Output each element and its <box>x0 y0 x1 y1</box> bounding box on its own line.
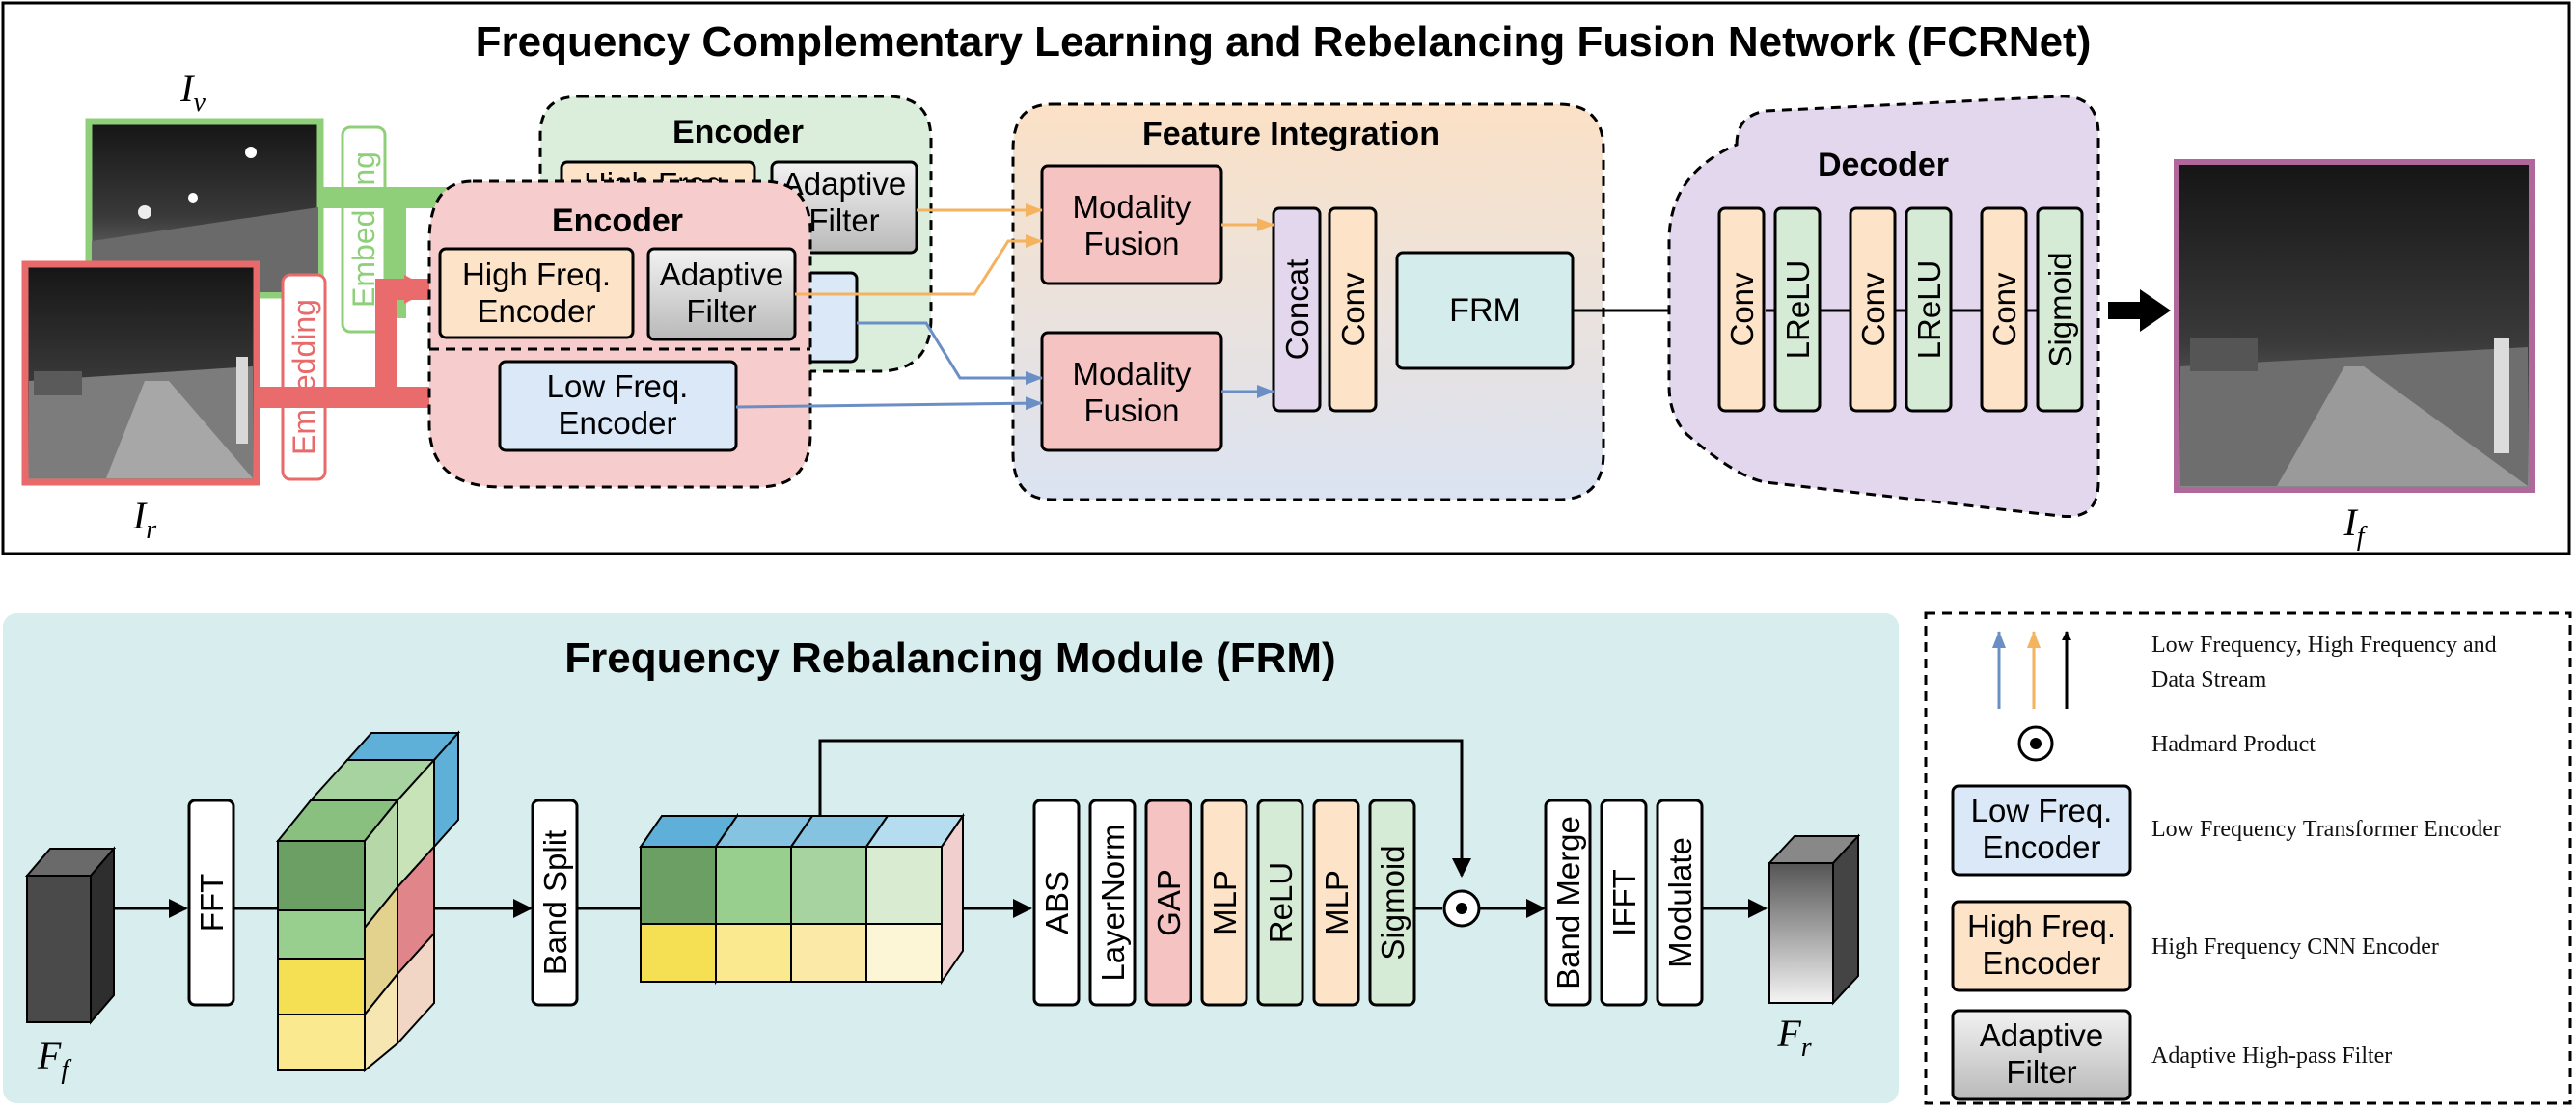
frm-title: Frequency Rebalancing Module (FRM) <box>564 635 1335 682</box>
legend-high-box <box>1951 900 2132 992</box>
decoder-conv-2 <box>1849 206 1897 413</box>
infrared-image <box>21 260 260 486</box>
svg-text:Conv: Conv <box>1855 272 1891 347</box>
svg-text:Feature Integration: Feature Integration <box>1142 116 1439 152</box>
svg-text:Conv: Conv <box>1987 272 2022 347</box>
decoder-conv-1 <box>1717 206 1766 413</box>
svg-text:High Freq.Encoder: High Freq.Encoder <box>1967 908 2116 981</box>
svg-text:FRM: FRM <box>1449 292 1521 329</box>
fcrnet-title: Frequency Complementary Learning and Reb… <box>476 18 2092 66</box>
legend-hadamard-text: Hadmard Product <box>2151 732 2316 757</box>
low-stream-2 <box>735 396 1043 411</box>
svg-text:Sigmoid: Sigmoid <box>1375 845 1411 960</box>
split-bands <box>639 812 965 986</box>
svg-text:Low Freq.Encoder: Low Freq.Encoder <box>1971 793 2113 865</box>
op-mlp-1 <box>1200 799 1248 1007</box>
decoder-lrelu-2 <box>1905 206 1953 413</box>
svg-text:Band Split: Band Split <box>537 830 573 975</box>
svg-text:Conv: Conv <box>1724 272 1760 347</box>
legend-filter-box <box>1951 1009 2132 1101</box>
integ-conv-block <box>1328 206 1378 413</box>
modality-fusion-low <box>1040 331 1223 452</box>
svg-text:Encoder: Encoder <box>672 114 804 150</box>
svg-text:FFT: FFT <box>194 874 230 932</box>
legend-stream-arrows <box>1992 631 2071 709</box>
svg-text:MLP: MLP <box>1319 870 1355 935</box>
embedding-infrared: Embedding <box>281 273 327 481</box>
op-mlp-2 <box>1312 799 1360 1007</box>
op-layernorm <box>1088 799 1137 1007</box>
legend-low-box <box>1951 784 2132 877</box>
svg-text:IFFT: IFFT <box>1606 869 1642 936</box>
svg-text:ABS: ABS <box>1039 871 1075 934</box>
decoder-lrelu-1 <box>1773 206 1822 413</box>
decoder: Decoder Conv LReLU Conv LReLU Conv Sigmo… <box>1667 95 2100 519</box>
legend-high-desc: High Frequency CNN Encoder <box>2151 934 2439 960</box>
svg-text:Embedding: Embedding <box>287 299 321 455</box>
op-relu <box>1256 799 1304 1007</box>
frm-output-feature <box>1767 833 1861 1006</box>
svg-text:Band Merge: Band Merge <box>1550 816 1586 989</box>
svg-text:Modulate: Modulate <box>1662 837 1698 968</box>
fft-block <box>187 799 235 1007</box>
band-split-block <box>531 799 579 1007</box>
frm-input-label: Ff <box>37 1034 71 1085</box>
concat-block <box>1272 206 1322 413</box>
frm-ops: ABS LayerNorm GAP MLP ReLU MLP Sigmoid <box>1032 799 1416 1007</box>
svg-text:Concat: Concat <box>1279 259 1315 361</box>
residual-path <box>818 739 1471 878</box>
legend-low-desc: Low Frequency Transformer Encoder <box>2151 817 2501 842</box>
frm-output-label: Fr <box>1776 1012 1811 1063</box>
ifft-block <box>1600 799 1648 1007</box>
modulate-block <box>1656 799 1704 1007</box>
band-merge-block <box>1544 799 1592 1007</box>
svg-text:Sigmoid: Sigmoid <box>2042 252 2078 366</box>
svg-text:Conv: Conv <box>1335 272 1371 347</box>
svg-text:LReLU: LReLU <box>1780 260 1816 360</box>
high-freq-encoder-box <box>438 247 635 339</box>
svg-text:LayerNorm: LayerNorm <box>1095 824 1131 981</box>
svg-text:ReLU: ReLU <box>1263 862 1299 943</box>
svg-text:GAP: GAP <box>1151 869 1187 936</box>
decoder-sigmoid <box>2036 206 2084 413</box>
decoder-conv-3 <box>1980 206 2028 413</box>
svg-text:Decoder: Decoder <box>1818 147 1949 183</box>
visible-image-label: Iv <box>179 67 206 118</box>
legend-filter-desc: Adaptive High-pass Filter <box>2151 1043 2392 1069</box>
op-abs <box>1032 799 1081 1007</box>
svg-text:MLP: MLP <box>1207 870 1243 935</box>
encoder-infrared-title: Encoder <box>552 203 683 239</box>
decoder-to-output-head <box>2140 289 2171 332</box>
frm-input-feature <box>24 846 117 1025</box>
infrared-embed-flow-up <box>375 275 431 397</box>
op-gap <box>1144 799 1192 1007</box>
modality-fusion-high <box>1040 164 1223 285</box>
fused-image <box>2174 159 2535 493</box>
op-sigmoid <box>1368 799 1416 1007</box>
svg-text:LReLU: LReLU <box>1911 260 1947 360</box>
spectrum-cube <box>275 730 461 1073</box>
high-stream-2 <box>795 234 1043 296</box>
low-stream-1 <box>857 321 1043 385</box>
infrared-image-label: Ir <box>132 494 156 545</box>
hadamard-product <box>1442 889 1481 928</box>
svg-text:High Freq.Encoder: High Freq.Encoder <box>462 257 611 329</box>
legend-hadamard-icon <box>2017 725 2054 762</box>
fused-image-label: If <box>2343 501 2367 552</box>
svg-text:Low Freq.Encoder: Low Freq.Encoder <box>547 368 689 441</box>
